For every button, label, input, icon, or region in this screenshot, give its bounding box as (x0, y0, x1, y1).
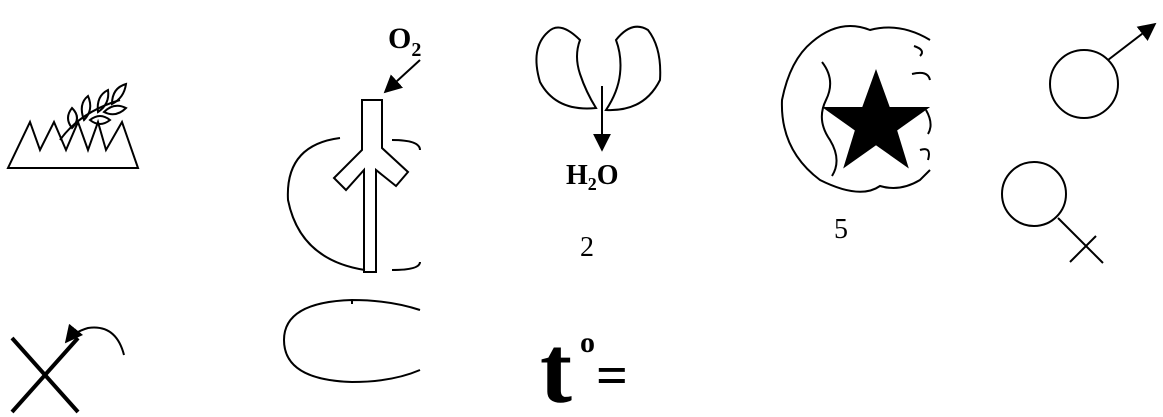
oxygen-label: O2 (388, 22, 421, 61)
male-symbol-icon (1049, 22, 1157, 119)
kidneys-icon (535, 25, 662, 152)
water-label: H2O (566, 160, 619, 194)
oxygen-arrow (383, 59, 421, 94)
ellipse-icon (282, 298, 421, 384)
temperature-t: t (540, 316, 572, 417)
teeth-with-branch-icon (6, 82, 140, 169)
female-symbol-icon (1001, 161, 1104, 264)
star-icon (821, 69, 931, 169)
number-five-label: 5 (834, 214, 848, 245)
number-two-label: 2 (580, 232, 594, 263)
temperature-degree: o (580, 326, 595, 359)
temperature-icon: t o = (540, 316, 628, 417)
cross-with-curved-arrow-icon (10, 323, 125, 414)
organ-with-star-icon (780, 25, 932, 193)
lungs-trachea-icon (286, 59, 421, 273)
temperature-equals: = (596, 345, 628, 407)
